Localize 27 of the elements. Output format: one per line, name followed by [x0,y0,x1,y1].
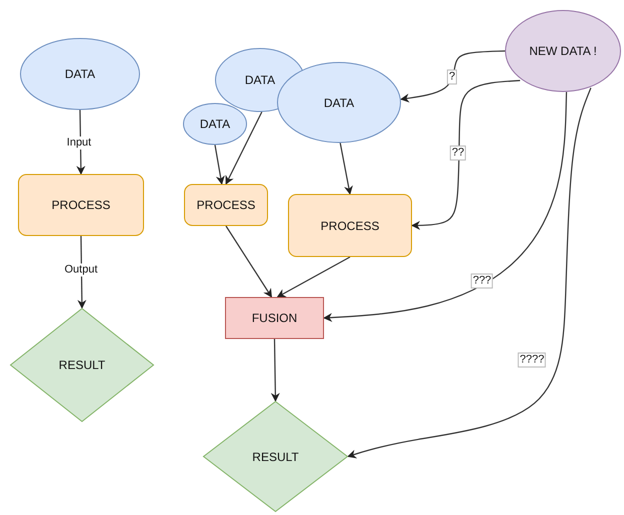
node-label: PROCESS [52,198,110,212]
node-label: RESULT [252,450,299,464]
arrow [400,50,506,103]
arrow [347,88,592,458]
node-label: PROCESS [196,198,256,212]
arrow [340,142,353,195]
node-label: RESULT [58,358,106,372]
edge-label: ???? [518,352,546,368]
node-label: FUSION [252,311,298,325]
node-label: DATA [64,67,96,81]
arrow [276,256,350,298]
arrow [226,226,272,298]
edge-label: Output [63,264,99,276]
node-label: DATA [324,96,354,110]
edge-label: ? [446,70,458,84]
arrow [411,80,520,230]
node-label: DATA [244,73,276,87]
arrow [323,92,568,322]
arrow [214,144,225,185]
node-label: NEW DATA ! [529,44,597,58]
arrow [225,112,262,185]
arrow [270,338,280,402]
node-label: PROCESS [320,218,380,232]
edge-label: Input [66,136,92,150]
edge-label: ?? [450,146,466,160]
edge-label: ??? [470,274,494,288]
node-label: DATA [200,117,230,131]
